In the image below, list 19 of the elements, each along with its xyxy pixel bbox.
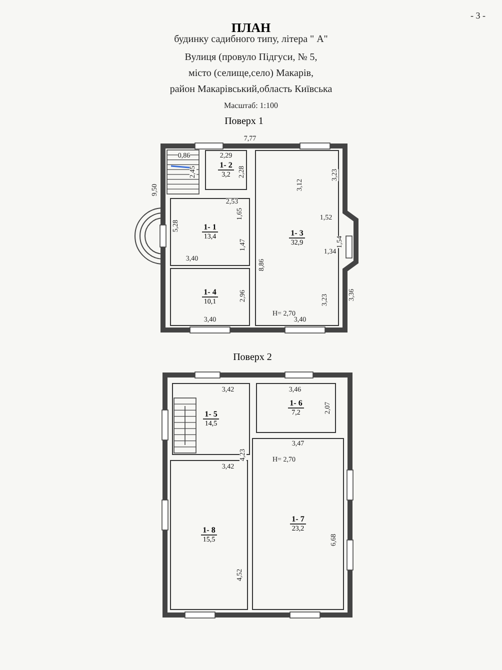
- header-text: будинку садибного типу, літера " А": [174, 35, 328, 45]
- room-number: 1- 1: [202, 222, 218, 232]
- room-number: 1- 8: [200, 526, 218, 536]
- room-number: 1- 6: [288, 398, 304, 408]
- floor-heading: Поверх 1: [224, 116, 264, 127]
- room-number: 1- 2: [218, 160, 234, 170]
- room-number: 1- 7: [290, 514, 306, 524]
- room-outline: [170, 460, 248, 610]
- plan-title: ПЛАН: [230, 20, 272, 35]
- scale-note: Масштаб: 1:100: [224, 102, 278, 110]
- floor-heading: Поверх 2: [232, 352, 273, 363]
- header-text: Вулиця (провуло Підгуси, № 5,: [184, 53, 318, 63]
- room-number: 1- 3: [288, 228, 306, 238]
- room-number: 1- 5: [202, 410, 220, 420]
- room-number: 1- 4: [202, 288, 218, 298]
- header-text: район Макарівський,область Київська: [170, 85, 332, 95]
- page-number: - 3 -: [470, 12, 486, 20]
- header-text: місто (селище,село) Макарів,: [188, 69, 314, 79]
- room-outline: [252, 438, 344, 610]
